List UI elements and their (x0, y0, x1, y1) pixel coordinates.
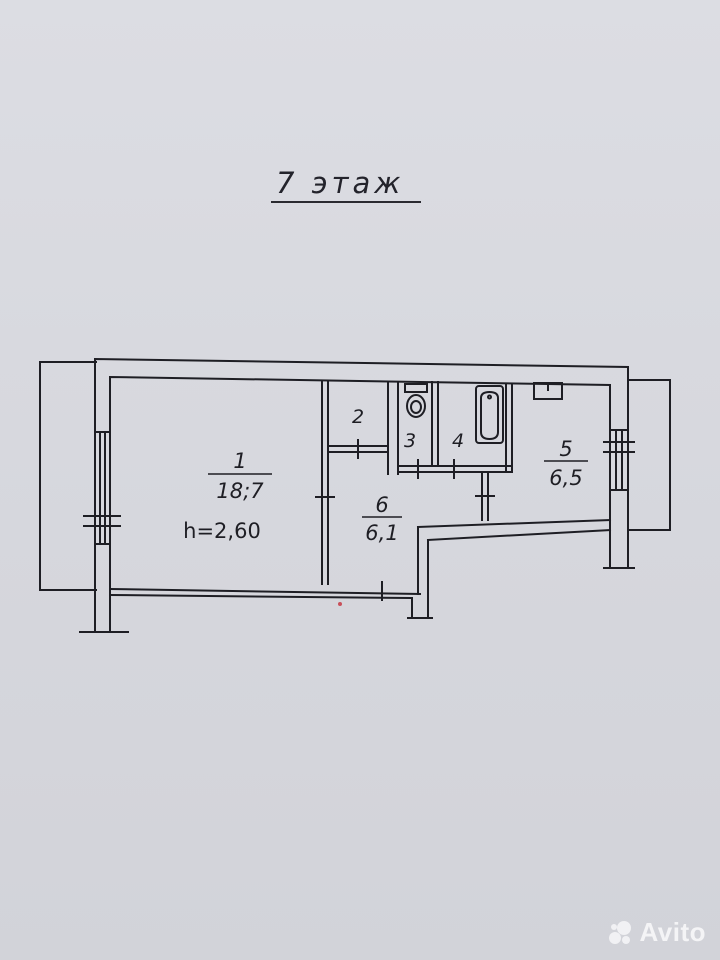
avito-logo-icon (609, 920, 632, 944)
door-marks (315, 439, 495, 601)
floor-title: 7 этаж (276, 166, 405, 200)
ceiling-height-label: h=2,60 (183, 519, 261, 543)
bathtub-icon (475, 385, 504, 444)
room-5-number: 5 (559, 437, 572, 461)
toilet-icon (404, 383, 428, 418)
room-1-label: 1 18;7 (208, 449, 272, 503)
room-6-area: 6,1 (365, 521, 398, 545)
room-1-number: 1 (233, 449, 246, 473)
room-1-area: 18;7 (216, 479, 264, 503)
right-balcony (627, 379, 671, 531)
room-2-number: 2 (352, 406, 364, 428)
room-6-number: 6 (375, 493, 388, 517)
room-4-number: 4 (452, 430, 464, 452)
sink-icon (533, 382, 563, 400)
left-balcony (39, 361, 97, 591)
avito-brand-text: Avito (639, 917, 706, 947)
room-6-label: 6 6,1 (362, 493, 402, 545)
window-left (83, 431, 121, 545)
avito-watermark: Avito (607, 917, 706, 948)
ink-dot (338, 602, 342, 606)
room-3-number: 3 (404, 430, 416, 452)
window-right (603, 429, 635, 491)
room-5-label: 5 6,5 (544, 437, 588, 490)
floor-title-underline (271, 201, 421, 203)
room-5-area: 6,5 (549, 466, 582, 490)
